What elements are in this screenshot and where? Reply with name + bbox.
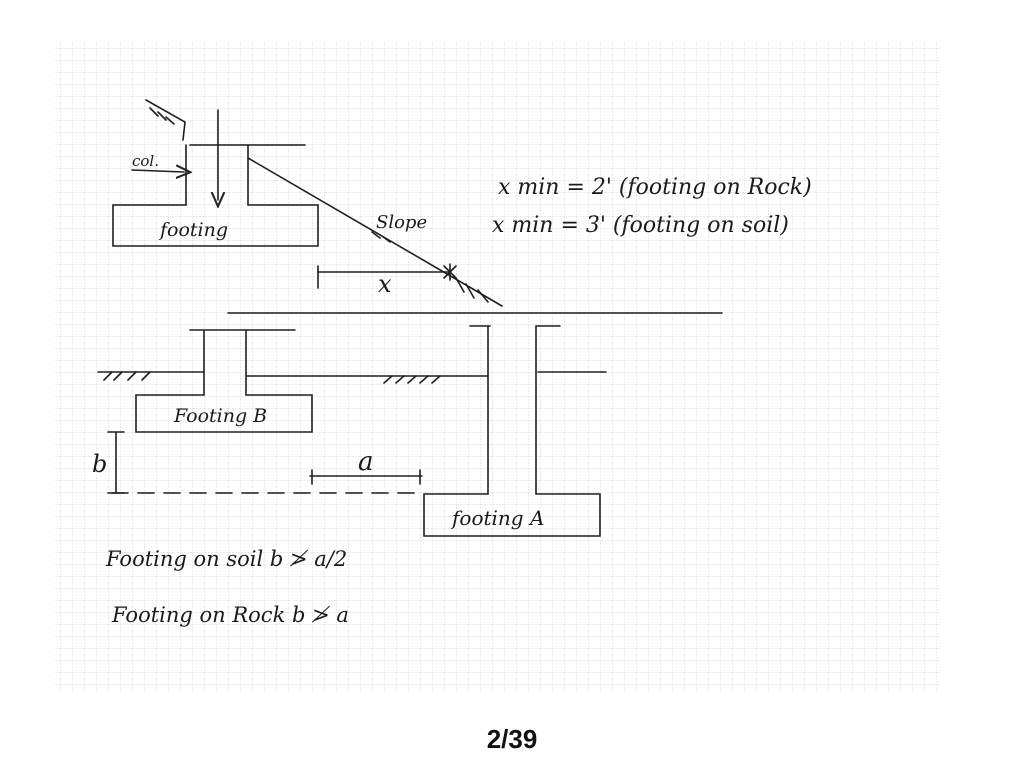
a-label: a [358, 447, 374, 477]
column-a [487, 325, 537, 495]
footing-a-label: footing A [450, 506, 544, 530]
col-pointer-arrow [131, 170, 184, 172]
x-min-rock-rule: x min = 2' (footing on Rock) [498, 175, 812, 200]
a-dimension-ticks [311, 469, 421, 485]
footing-top-outline [112, 204, 319, 247]
ground-hatch-left [103, 371, 151, 381]
ground-hatch-middle [383, 375, 441, 384]
page-number: 2/39 [486, 724, 538, 754]
x-min-soil-rule: x min = 3' (footing on soil) [492, 213, 789, 238]
ground-hatch-top [145, 99, 186, 141]
footing-top-label: footing [158, 219, 228, 241]
graph-paper-grid [55, 42, 940, 692]
rock-rule: Footing on Rock b ≯ a [111, 603, 349, 627]
soil-rule: Footing on soil b ≯ a/2 [105, 547, 347, 571]
col-label: col. [132, 152, 159, 170]
column-b [203, 329, 247, 396]
footing-b-label: Footing B [173, 405, 267, 427]
slope-line [247, 157, 503, 307]
b-label: b [92, 450, 107, 478]
slope-label: Slope [376, 212, 427, 233]
footing-a-outline [423, 493, 601, 537]
x-dimension-star [443, 263, 457, 281]
x-label: x [378, 270, 392, 298]
slope-hatch [371, 231, 489, 303]
b-dimension [107, 431, 125, 494]
footing-b-outline [135, 394, 313, 433]
